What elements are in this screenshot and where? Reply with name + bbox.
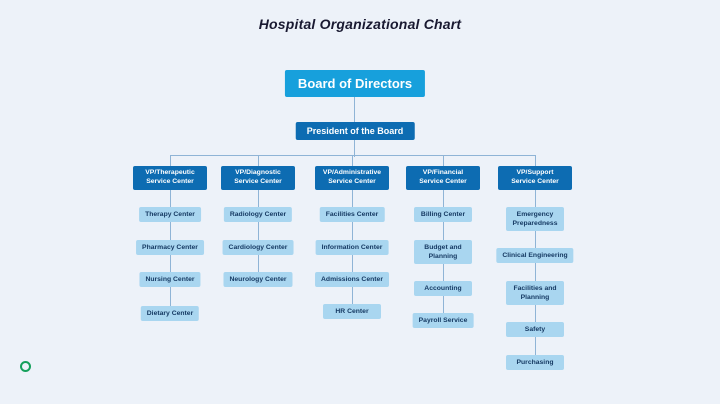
therapy-center-box: Therapy Center xyxy=(139,207,201,223)
radiology-center-box: Radiology Center xyxy=(223,207,293,223)
information-center-box: Information Center xyxy=(315,240,389,256)
accounting-box: Accounting xyxy=(414,281,472,297)
vp-diagnostic-box: VP/Diagnostic Service Center xyxy=(221,166,295,190)
emergency-preparedness-box: Emergency Preparedness xyxy=(506,207,564,232)
facilities-planning-box: Facilities and Planning xyxy=(506,281,564,306)
facilities-center-box: Facilities Center xyxy=(319,207,385,223)
cardiology-center-box: Cardiology Center xyxy=(222,240,294,256)
neurology-center-box: Neurology Center xyxy=(223,272,293,288)
president-box: President of the Board xyxy=(295,122,415,140)
connector-line xyxy=(258,155,259,168)
admissions-center-box: Admissions Center xyxy=(315,272,389,288)
safety-box: Safety xyxy=(506,322,564,338)
budget-planning-box: Budget and Planning xyxy=(414,240,472,265)
payroll-service-box: Payroll Service xyxy=(412,313,474,329)
page-title: Hospital Organizational Chart xyxy=(258,16,462,32)
vp-administrative-box: VP/Administrative Service Center xyxy=(315,166,389,190)
recycle-icon xyxy=(20,361,31,372)
purchasing-box: Purchasing xyxy=(506,355,564,371)
nursing-center-box: Nursing Center xyxy=(139,272,201,288)
dietary-center-box: Dietary Center xyxy=(140,306,200,322)
billing-center-box: Billing Center xyxy=(414,207,472,223)
connector-line xyxy=(535,155,536,168)
connector-line xyxy=(535,172,536,361)
hr-center-box: HR Center xyxy=(323,304,381,320)
vp-financial-box: VP/Financial Service Center xyxy=(406,166,480,190)
vp-support-box: VP/Support Service Center xyxy=(498,166,572,190)
board-of-directors-box: Board of Directors xyxy=(284,70,426,97)
pharmacy-center-box: Pharmacy Center xyxy=(136,240,204,256)
connector-line xyxy=(352,155,353,168)
connector-line xyxy=(443,155,444,168)
connector-line xyxy=(258,172,259,278)
vp-therapeutic-box: VP/Therapeutic Service Center xyxy=(133,166,207,190)
clinical-engineering-box: Clinical Engineering xyxy=(496,248,574,264)
connector-line xyxy=(170,155,171,168)
